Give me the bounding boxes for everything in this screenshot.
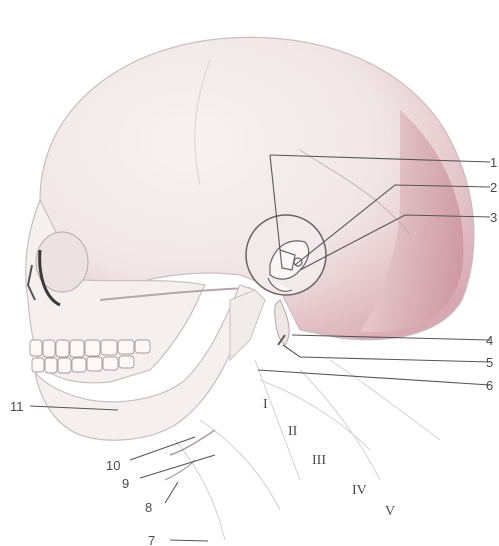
roman-label-1: I [263, 397, 268, 412]
leader-line-6 [258, 370, 490, 385]
label-4: 4 [486, 333, 493, 348]
roman-label-5: V [385, 504, 395, 519]
leader-line-8 [165, 482, 178, 503]
label-10: 10 [106, 458, 120, 473]
label-7: 7 [148, 533, 155, 546]
label-9: 9 [122, 476, 129, 491]
leader-line-7 [170, 540, 208, 541]
leader-line-5 [283, 345, 490, 362]
leader-line-9 [140, 455, 215, 478]
label-2: 2 [490, 180, 497, 195]
label-1: 1 [490, 155, 497, 170]
label-8: 8 [145, 500, 152, 515]
mandible-ramus [230, 290, 265, 360]
label-11: 11 [10, 399, 24, 414]
roman-label-4: IV [352, 483, 367, 498]
label-5: 5 [486, 355, 493, 370]
vertebra-labels: I II III IV V [263, 397, 395, 519]
cervical-region [175, 360, 440, 540]
label-6: 6 [486, 378, 493, 393]
label-3: 3 [490, 210, 497, 225]
roman-label-3: III [312, 453, 326, 468]
roman-label-2: II [288, 424, 298, 439]
